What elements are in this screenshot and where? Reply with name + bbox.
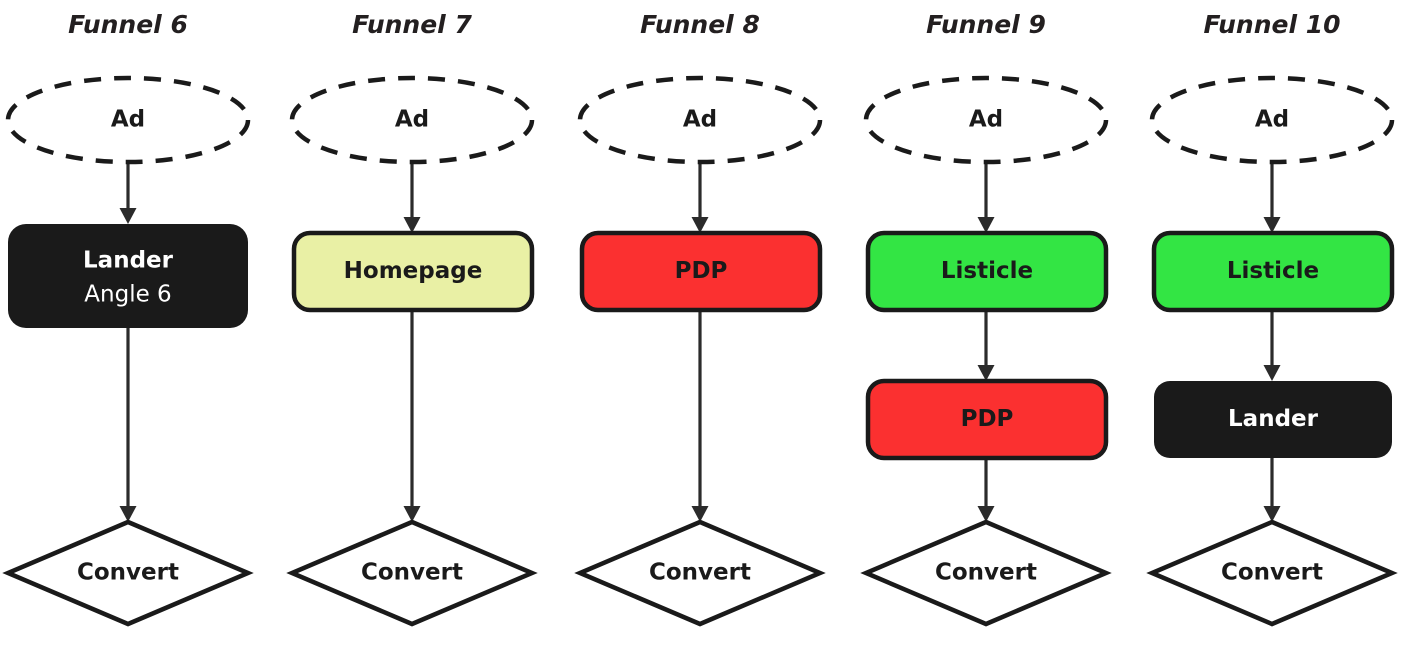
node-funnel-8-ad: Ad	[577, 75, 823, 165]
node-shape-diamond-convert	[860, 519, 1112, 627]
node-label-funnel-7-homepage: Homepage	[344, 258, 483, 284]
node-funnel-7-convert: Convert	[286, 519, 538, 627]
node-funnel-6-convert: Convert	[2, 519, 254, 627]
node-funnel-10-lander: Lander	[1154, 381, 1392, 458]
node-shape-rect-pdp	[579, 230, 823, 313]
node-funnel-7-homepage: Homepage	[291, 230, 535, 313]
node-label-funnel-10-convert: Convert	[1221, 560, 1323, 586]
arrowhead-icon-funnel-9-ad-to-listicle	[977, 217, 995, 233]
arrowhead-icon-funnel-6-lander-to-convert	[119, 506, 137, 522]
node-funnel-9-ad: Ad	[863, 75, 1109, 165]
arrowhead-icon-funnel-8-pdp-to-convert	[691, 506, 709, 522]
node-shape-ellipse-ad	[577, 75, 823, 165]
column-title-funnel-6: Funnel 6	[68, 10, 188, 39]
arrowhead-icon-funnel-7-ad-to-homepage	[403, 217, 421, 233]
column-title-funnel-9: Funnel 9	[926, 10, 1046, 39]
node-funnel-7-ad: Ad	[289, 75, 535, 165]
node-funnel-10-listicle: Listicle	[1151, 230, 1395, 313]
node-shape-rect-listicle	[865, 230, 1109, 313]
arrowhead-icon-funnel-9-listicle-to-pdp	[977, 365, 995, 381]
node-shape-diamond-convert	[2, 519, 254, 627]
node-funnel-9-listicle: Listicle	[865, 230, 1109, 313]
arrowhead-icon-funnel-9-pdp-to-convert	[977, 506, 995, 522]
column-title-funnel-7: Funnel 7	[352, 10, 472, 39]
node-label-funnel-9-listicle: Listicle	[941, 258, 1033, 284]
node-shape-ellipse-ad	[289, 75, 535, 165]
arrowhead-icon-funnel-6-ad-to-lander	[119, 208, 137, 224]
node-shape-ellipse-ad	[1149, 75, 1395, 165]
node-shape-rect-lander	[1154, 381, 1392, 458]
node-shape-diamond-convert	[1146, 519, 1398, 627]
node-label-funnel-8-pdp: PDP	[675, 258, 728, 284]
node-shape-ellipse-ad	[863, 75, 1109, 165]
node-funnel-9-pdp: PDP	[865, 378, 1109, 461]
node-label-funnel-6-convert: Convert	[77, 560, 179, 586]
node-label-funnel-9-ad: Ad	[969, 107, 1003, 133]
node-label-funnel-9-convert: Convert	[935, 560, 1037, 586]
node-label-funnel-8-convert: Convert	[649, 560, 751, 586]
column-title-funnel-8: Funnel 8	[640, 10, 760, 39]
node-label-funnel-10-listicle: Listicle	[1227, 258, 1319, 284]
column-title-funnel-10: Funnel 10	[1203, 10, 1340, 39]
node-label-funnel-7-ad: Ad	[395, 107, 429, 133]
node-label-funnel-10-lander: Lander	[1228, 406, 1319, 432]
node-label-funnel-6-lander-angle-6: Lander	[83, 248, 174, 274]
arrowhead-icon-funnel-8-ad-to-pdp	[691, 217, 709, 233]
node-label-funnel-10-ad: Ad	[1255, 107, 1289, 133]
node-shape-rect-pdp	[865, 378, 1109, 461]
node-funnel-10-convert: Convert	[1146, 519, 1398, 627]
node-shape-rect-lander-angle-6	[8, 224, 248, 328]
arrowhead-icon-funnel-10-ad-to-listicle	[1263, 217, 1281, 233]
arrowhead-icon-funnel-7-homepage-to-convert	[403, 506, 421, 522]
node-label-funnel-9-pdp: PDP	[961, 406, 1014, 432]
node-funnel-8-convert: Convert	[574, 519, 826, 627]
node-shape-ellipse-ad	[5, 75, 251, 165]
node-funnel-9-convert: Convert	[860, 519, 1112, 627]
arrowhead-icon-funnel-10-listicle-to-lander	[1263, 365, 1281, 381]
node-shape-rect-homepage	[291, 230, 535, 313]
arrowhead-icon-funnel-10-lander-to-convert	[1263, 506, 1281, 522]
node-sublabel-funnel-6-lander-angle-6: Angle 6	[84, 282, 171, 308]
node-label-funnel-6-ad: Ad	[111, 107, 145, 133]
node-shape-diamond-convert	[574, 519, 826, 627]
node-funnel-10-ad: Ad	[1149, 75, 1395, 165]
node-funnel-8-pdp: PDP	[579, 230, 823, 313]
node-shape-rect-listicle	[1151, 230, 1395, 313]
node-funnel-6-ad: Ad	[5, 75, 251, 165]
node-shape-diamond-convert	[286, 519, 538, 627]
node-label-funnel-8-ad: Ad	[683, 107, 717, 133]
node-label-funnel-7-convert: Convert	[361, 560, 463, 586]
